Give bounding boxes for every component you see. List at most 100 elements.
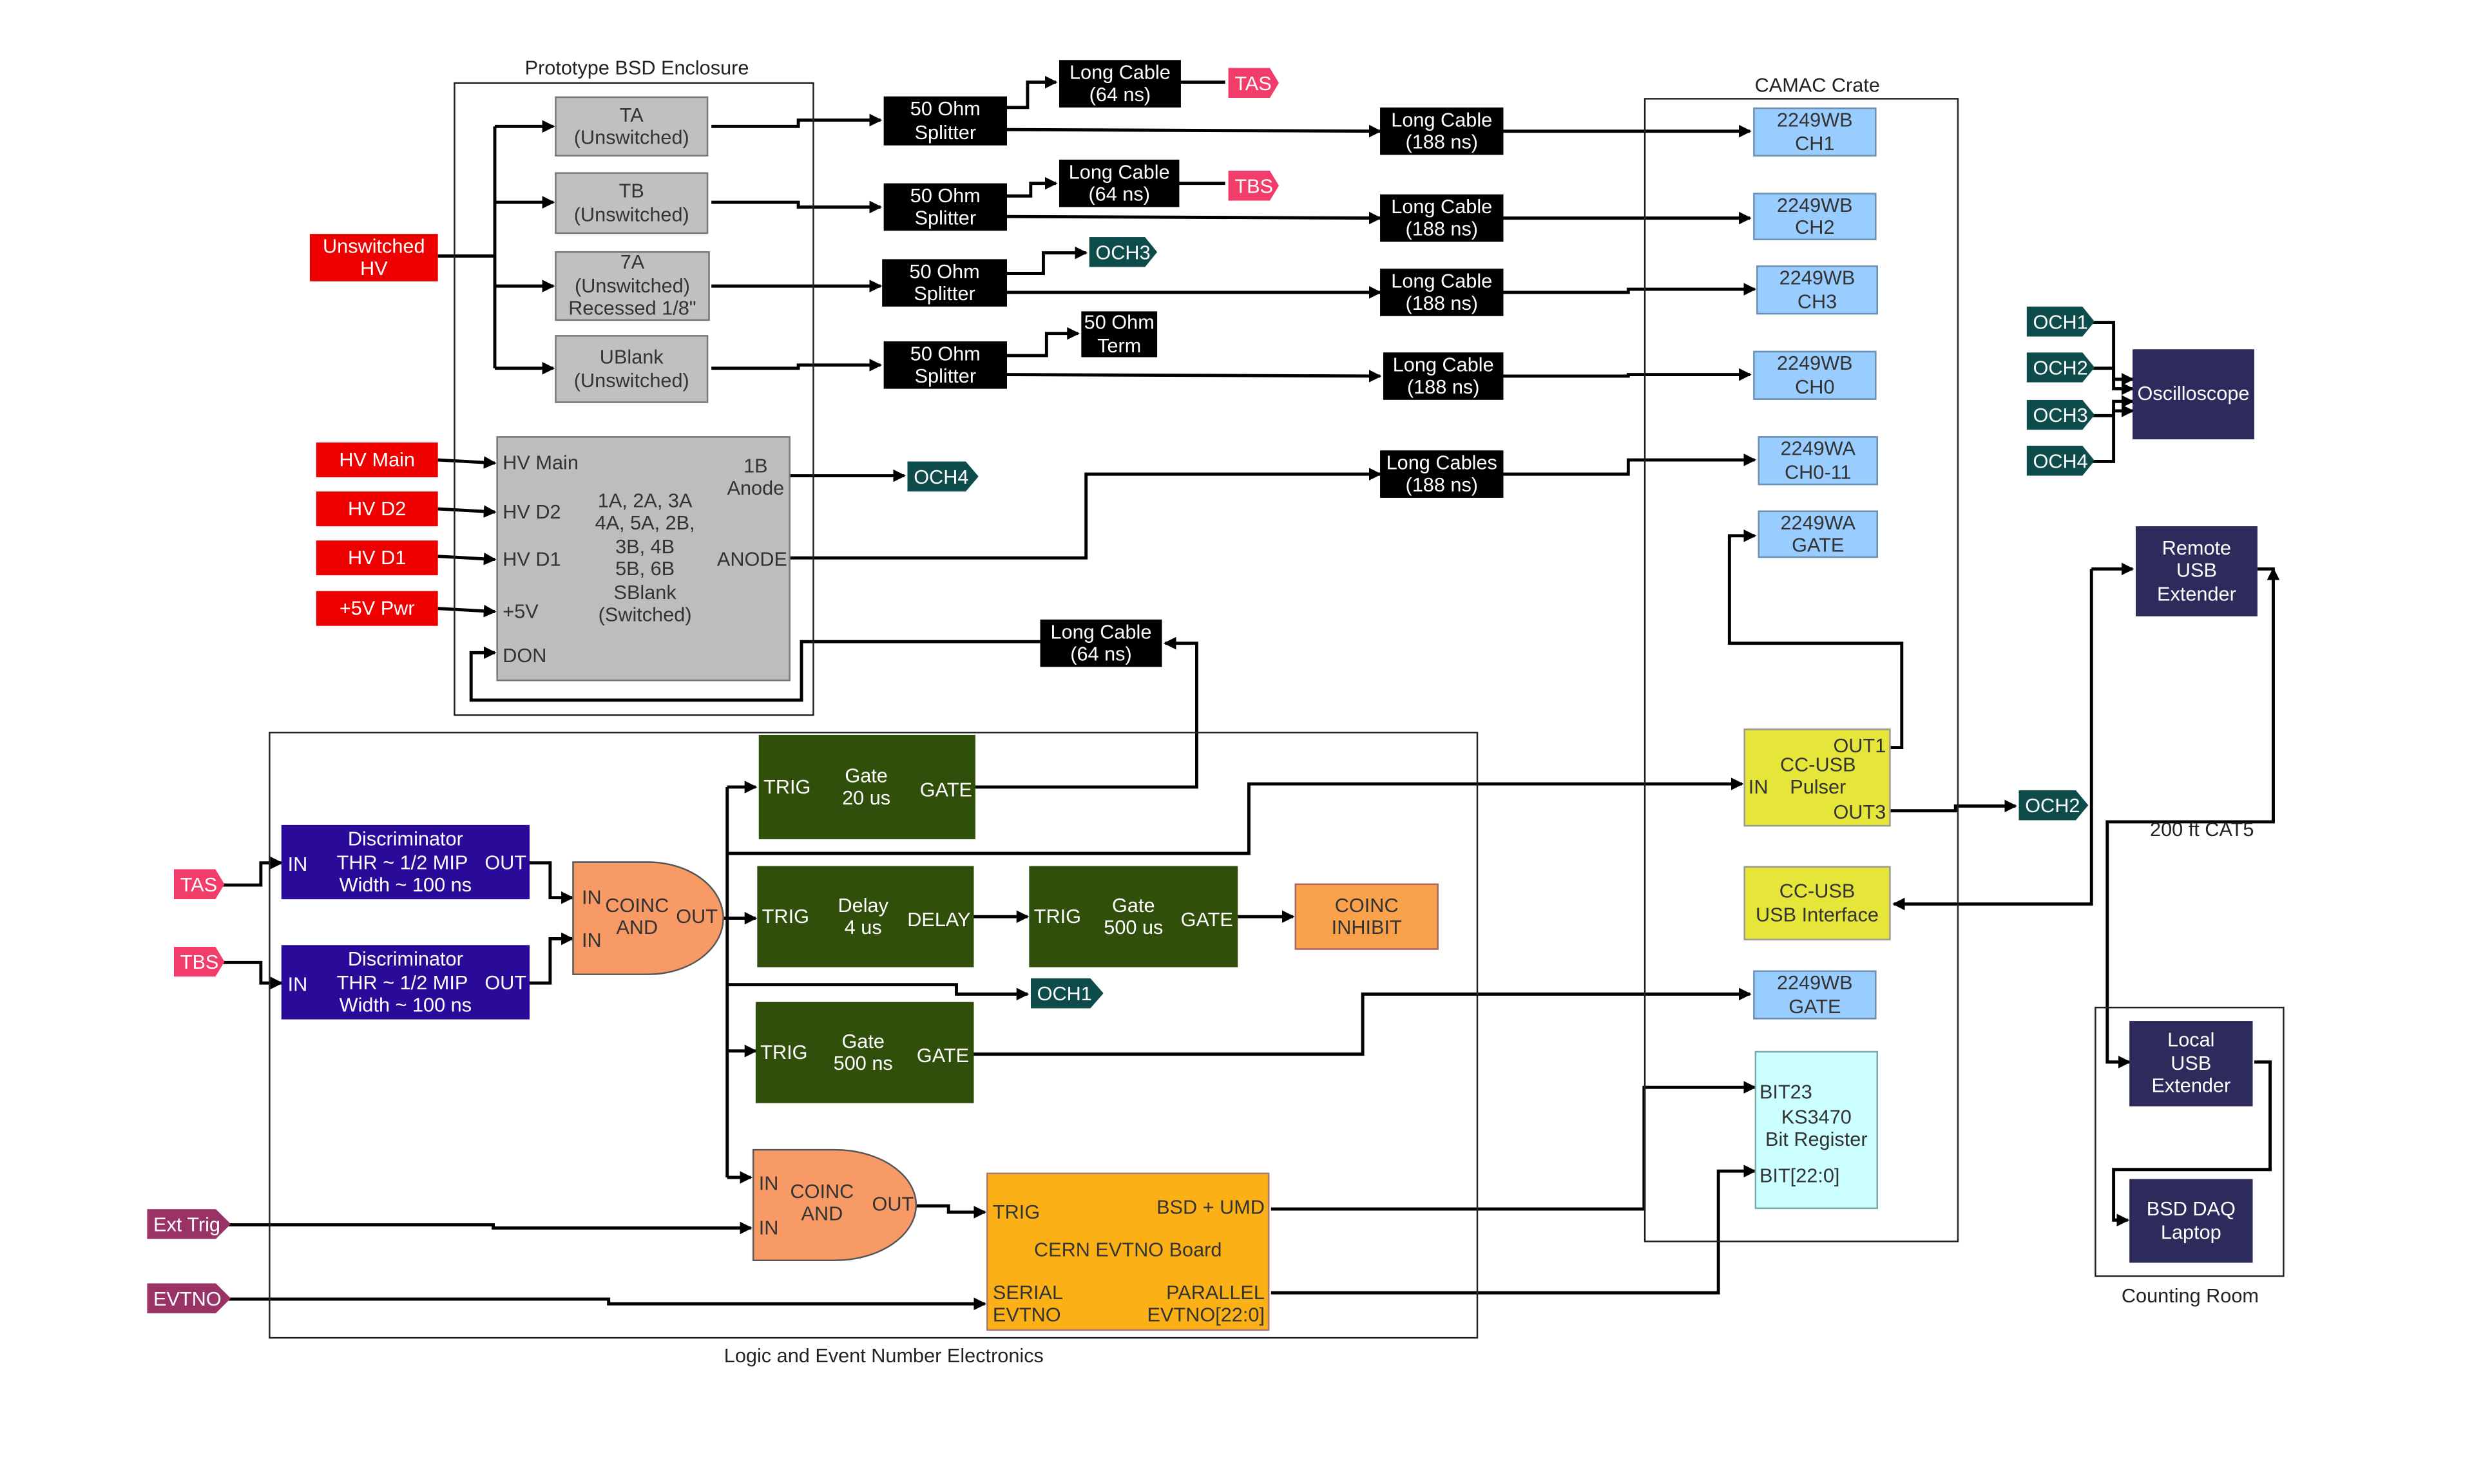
switched-out-1b-anode: 1B Anode bbox=[727, 455, 785, 500]
logic-electronics-title: Logic and Event Number Electronics bbox=[724, 1345, 1044, 1367]
ks3470-bit-register[interactable] bbox=[1754, 1051, 1878, 1210]
hv-main-source[interactable]: HV Main bbox=[316, 442, 438, 478]
camac-crate-frame bbox=[1644, 98, 1959, 1242]
tag-tas-top[interactable]: TAS bbox=[1228, 68, 1280, 99]
tag-evtno[interactable]: EVTNO bbox=[147, 1283, 231, 1314]
bsd-daq-laptop[interactable]: BSD DAQ Laptop bbox=[2129, 1179, 2253, 1263]
switched-out-anode: ANODE bbox=[716, 548, 787, 571]
tag-och4-top[interactable]: OCH4 bbox=[907, 461, 979, 492]
gate500ns-out: GATE bbox=[916, 1044, 970, 1067]
evtno-serial: SERIAL EVTNO bbox=[992, 1281, 1064, 1327]
gate20-title: Gate 20 us bbox=[842, 765, 891, 810]
coinc1-label: COINC AND bbox=[605, 894, 669, 940]
camac-2249wb-gate[interactable]: 2249WB GATE bbox=[1753, 970, 1877, 1020]
coinc2-in-a: IN bbox=[758, 1172, 779, 1195]
gate-20us-module[interactable] bbox=[758, 734, 975, 839]
disc-tas-thr: THR ~ 1/2 MIP bbox=[336, 851, 468, 874]
disc-tbs-title: Discriminator bbox=[347, 948, 463, 971]
gate-500us-module[interactable] bbox=[1029, 866, 1238, 967]
tag-ext-trig[interactable]: Ext Trig bbox=[147, 1209, 231, 1239]
hv-d1-source[interactable]: HV D1 bbox=[316, 540, 438, 576]
switched-in-hvd2: HV D2 bbox=[503, 500, 561, 524]
tag-tas-left[interactable]: TAS bbox=[173, 869, 225, 900]
coinc-inhibit[interactable]: COINC INHIBIT bbox=[1294, 883, 1439, 950]
long-cable-64-tb[interactable]: Long Cable (64 ns) bbox=[1059, 159, 1180, 207]
tag-och1-mid[interactable]: OCH1 bbox=[1030, 978, 1104, 1009]
local-usb-extender[interactable]: Local USB Extender bbox=[2129, 1021, 2253, 1107]
coinc1-in-a: IN bbox=[581, 886, 602, 909]
counter-tb[interactable]: TB (Unswitched) bbox=[555, 172, 709, 234]
camac-2249wa-ch0-11[interactable]: 2249WA CH0-11 bbox=[1758, 436, 1878, 486]
splitter-3[interactable]: 50 Ohm Splitter bbox=[882, 259, 1008, 307]
switched-in-hvd1: HV D1 bbox=[503, 548, 561, 571]
switched-counters-block[interactable] bbox=[496, 436, 791, 681]
camac-2249wa-gate[interactable]: 2249WA GATE bbox=[1758, 510, 1878, 558]
pulser-in-label: IN bbox=[1748, 775, 1769, 799]
gate-500ns-module[interactable] bbox=[755, 1002, 974, 1103]
delay-out: DELAY bbox=[907, 908, 971, 931]
discriminator-tbs[interactable] bbox=[281, 945, 530, 1020]
bsd-enclosure-title: Prototype BSD Enclosure bbox=[524, 57, 749, 79]
switched-counter-list: 1A, 2A, 3A 4A, 5A, 2B, 3B, 4B 5B, 6B SBl… bbox=[595, 490, 695, 626]
long-cable-64-ta[interactable]: Long Cable (64 ns) bbox=[1059, 60, 1181, 108]
tag-och2-mid[interactable]: OCH2 bbox=[2019, 790, 2089, 821]
tag-tbs-top[interactable]: TBS bbox=[1228, 170, 1280, 201]
tag-tbs-left[interactable]: TBS bbox=[173, 946, 225, 977]
cern-evtno-board[interactable] bbox=[986, 1172, 1270, 1331]
counter-ublank[interactable]: UBlank (Unswitched) bbox=[555, 335, 709, 403]
pulser-out1-label: OUT1 bbox=[1833, 734, 1886, 757]
tag-och1-scope[interactable]: OCH1 bbox=[2026, 307, 2095, 337]
camac-2249wb-ch3[interactable]: 2249WB CH3 bbox=[1756, 265, 1878, 315]
logic-electronics-frame bbox=[269, 732, 1479, 1339]
tag-och3-scope[interactable]: OCH3 bbox=[2026, 399, 2095, 430]
long-cable-188-ch1[interactable]: Long Cable (188 ns) bbox=[1380, 107, 1504, 155]
50-ohm-term[interactable]: 50 Ohm Term bbox=[1081, 311, 1158, 357]
disc-tas-in: IN bbox=[287, 853, 308, 876]
switched-in-hvmain: HV Main bbox=[503, 452, 579, 475]
coinc2-label: COINC AND bbox=[790, 1180, 854, 1226]
hv-d2-source[interactable]: HV D2 bbox=[316, 491, 438, 527]
camac-2249wb-ch1[interactable]: 2249WB CH1 bbox=[1753, 107, 1877, 157]
coinc-and-gate-2[interactable] bbox=[752, 1148, 917, 1262]
pulser-out3-label: OUT3 bbox=[1833, 801, 1886, 824]
oscilloscope[interactable]: Oscilloscope bbox=[2133, 349, 2254, 440]
counting-room-title: Counting Room bbox=[2121, 1284, 2259, 1308]
tag-och2-scope[interactable]: OCH2 bbox=[2026, 352, 2095, 383]
long-cable-188-ch3[interactable]: Long Cable (188 ns) bbox=[1380, 269, 1504, 316]
cc-usb-interface[interactable]: CC-USB USB Interface bbox=[1743, 866, 1891, 940]
counter-ta[interactable]: TA (Unswitched) bbox=[555, 96, 709, 157]
cc-usb-pulser[interactable] bbox=[1743, 728, 1891, 827]
camac-2249wb-ch0[interactable]: 2249WB CH0 bbox=[1753, 350, 1877, 400]
long-cable-64-don[interactable]: Long Cable (64 ns) bbox=[1040, 619, 1162, 667]
disc-tbs-in: IN bbox=[287, 973, 308, 996]
long-cable-188-ch0[interactable]: Long Cable (188 ns) bbox=[1383, 352, 1504, 400]
bitreg-title: KS3470 Bit Register bbox=[1765, 1106, 1868, 1152]
splitter-1[interactable]: 50 Ohm Splitter bbox=[883, 96, 1008, 146]
gate500us-out: GATE bbox=[1180, 908, 1233, 931]
coinc-and-gate-1[interactable] bbox=[572, 861, 724, 975]
unswitched-hv-source[interactable]: Unswitched HV bbox=[309, 234, 438, 281]
splitter-4[interactable]: 50 Ohm Splitter bbox=[883, 341, 1008, 389]
5v-power-source[interactable]: +5V Pwr bbox=[316, 591, 438, 626]
camac-crate-title: CAMAC Crate bbox=[1754, 74, 1880, 97]
disc-tas-title: Discriminator bbox=[347, 828, 463, 851]
long-cables-188-wa[interactable]: Long Cables (188 ns) bbox=[1380, 450, 1504, 498]
discriminator-tas[interactable] bbox=[281, 824, 530, 900]
splitter-2[interactable]: 50 Ohm Splitter bbox=[883, 183, 1008, 231]
disc-tas-out: OUT bbox=[484, 851, 527, 874]
delay-4us-module[interactable] bbox=[757, 866, 974, 967]
switched-in-5v: +5V bbox=[503, 600, 539, 623]
bsd-enclosure-frame bbox=[454, 82, 814, 716]
bitreg-bits-label: BIT[22:0] bbox=[1759, 1165, 1840, 1187]
switched-in-don: DON bbox=[503, 645, 547, 667]
counter-7a[interactable]: 7A (Unswitched) Recessed 1/8" bbox=[555, 251, 710, 321]
evtno-umd: BSD + UMD bbox=[1156, 1196, 1265, 1219]
long-cable-188-ch2[interactable]: Long Cable (188 ns) bbox=[1380, 194, 1504, 242]
tag-och3-top[interactable]: OCH3 bbox=[1089, 237, 1158, 267]
coinc2-out: OUT bbox=[872, 1193, 914, 1215]
camac-2249wb-ch2[interactable]: 2249WB CH2 bbox=[1753, 193, 1877, 240]
evtno-trig: TRIG bbox=[992, 1201, 1040, 1224]
remote-usb-extender[interactable]: Remote USB Extender bbox=[2135, 526, 2258, 616]
tag-och4-scope[interactable]: OCH4 bbox=[2026, 445, 2095, 476]
